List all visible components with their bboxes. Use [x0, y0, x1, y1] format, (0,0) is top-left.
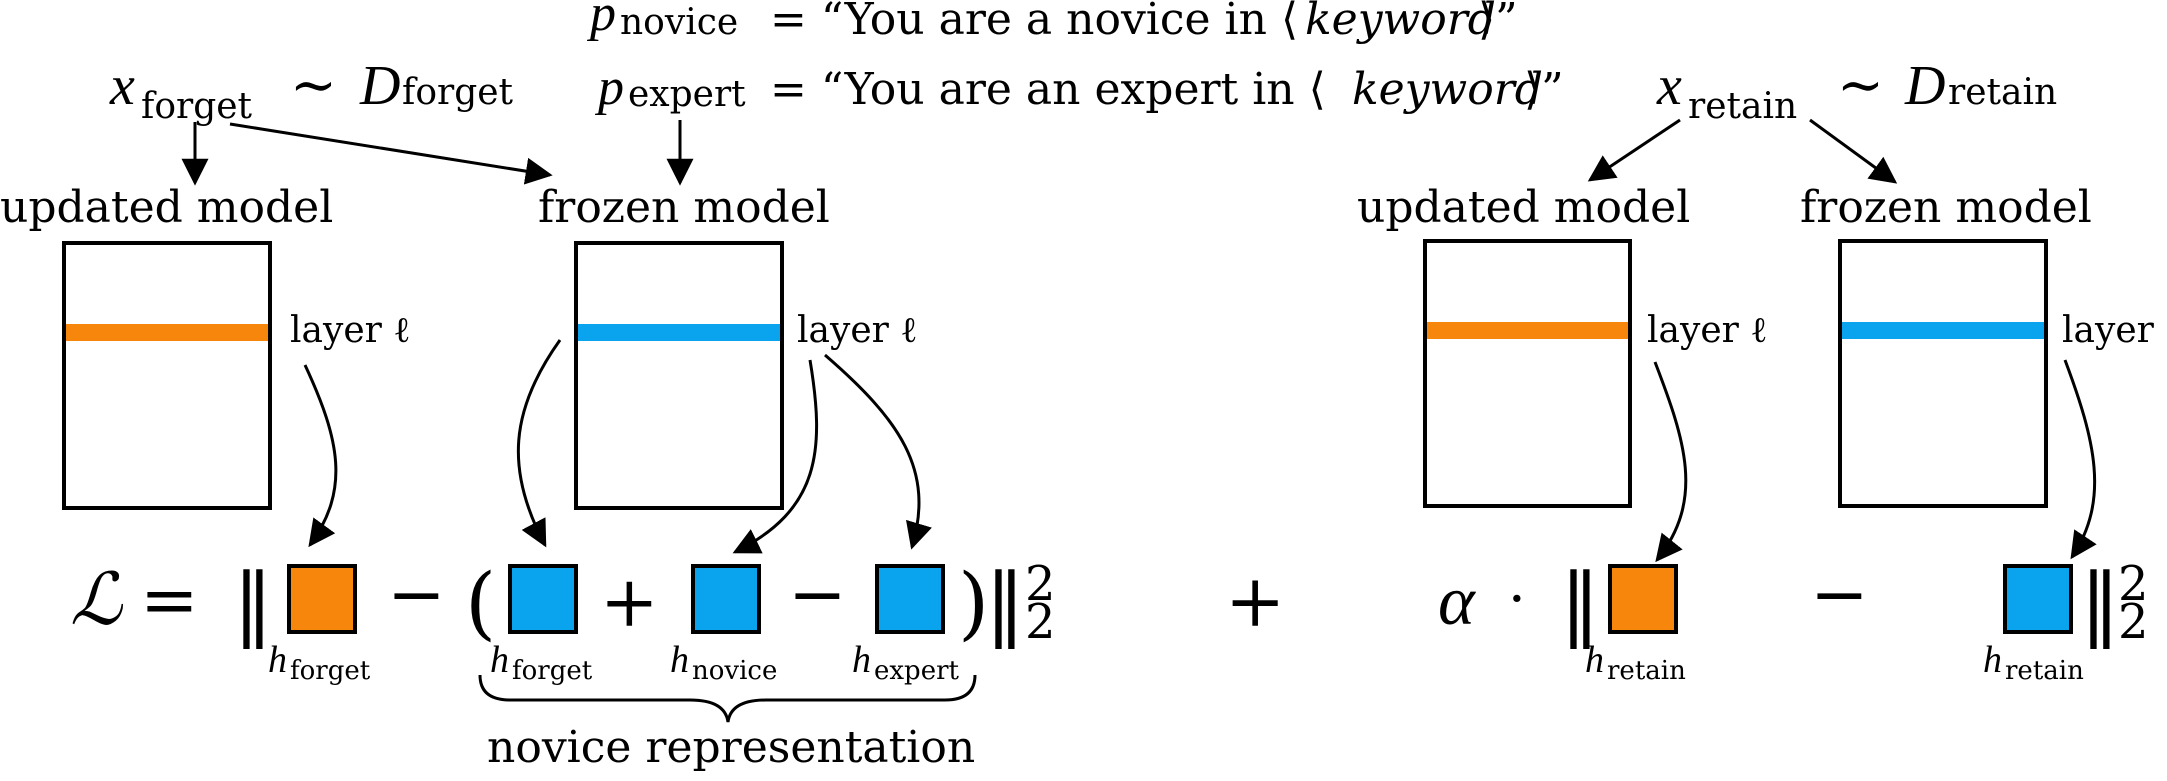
layer-label-1: layer ℓ — [290, 310, 411, 351]
h-retain-frozen-square — [2003, 564, 2073, 634]
frozen-model-right — [1838, 239, 2048, 508]
x-retain-expression: x retain ∼ D retain — [1656, 53, 2057, 127]
dot-operator: · — [1508, 567, 1526, 632]
equals-sign: = — [140, 559, 199, 641]
x-retain-sim: ∼ — [1837, 53, 1884, 118]
h-retain-frozen-sub: retain — [2005, 656, 2084, 686]
h-retain-updated-square — [1608, 564, 1678, 634]
arrow-retain-to-frozen — [1809, 118, 1898, 184]
frozen-model-label-left: frozen model — [538, 182, 830, 233]
h-forget-updated-sub: forget — [290, 656, 371, 686]
norm-sub-2: 2 — [2118, 594, 2149, 650]
h-novice-sub: novice — [692, 656, 777, 686]
arrow-retain-to-updated — [1587, 118, 1681, 182]
p-expert-sub: expert — [628, 74, 746, 115]
p-novice-var: p — [586, 0, 616, 42]
updated-layer-bar — [66, 324, 268, 341]
layer-label-2: layer ℓ — [797, 310, 918, 351]
d-retain-var: D — [1904, 55, 1945, 117]
h-expert-sub: expert — [874, 656, 960, 686]
norm-left-2: ‖ — [1560, 556, 1600, 649]
h-retain-updated-sub: retain — [1607, 656, 1686, 686]
p-novice-text: = “You are a novice in ⟨ — [770, 0, 1298, 45]
h-forget-frozen-sub: forget — [512, 656, 593, 686]
arrow-forget-to-frozen — [229, 122, 553, 185]
h-forget-updated-square — [287, 564, 357, 634]
norm-right-2: ‖ — [2080, 556, 2120, 649]
norm-sup-2: 2 — [2118, 556, 2149, 612]
model-box — [1423, 239, 1632, 508]
alpha-symbol: α — [1438, 563, 1476, 640]
updated-layer-bar — [1427, 322, 1628, 339]
x-forget-var: x — [109, 55, 135, 117]
p-expert-expression: p expert = “You are an expert in ⟨ keywo… — [594, 59, 1564, 116]
h-forget-updated-var: h — [268, 639, 287, 681]
minus-sign-1: − — [387, 553, 446, 635]
updated-model-label-right: updated model — [1357, 182, 1690, 233]
h-forget-frozen-square — [508, 564, 578, 634]
frozen-layer-bar — [578, 324, 780, 341]
h-novice-var: h — [670, 639, 689, 681]
frozen-model-label-right: frozen model — [1800, 182, 2092, 233]
p-novice-keyword: keyword — [1305, 0, 1496, 45]
frozen-model-left — [574, 241, 784, 510]
x-retain-sub: retain — [1688, 86, 1797, 127]
x-retain-var: x — [1656, 55, 1682, 117]
novice-brace — [478, 674, 977, 723]
p-expert-text: = “You are an expert in ⟨ — [770, 64, 1326, 115]
novice-representation-label: novice representation — [487, 722, 975, 773]
p-novice-close: ⟩” — [1478, 0, 1518, 45]
arrow-layer-to-h-retain-updated — [1653, 361, 1688, 563]
frozen-layer-bar — [1842, 322, 2044, 339]
minus-sign-3: − — [1810, 553, 1869, 635]
plus-sign-2: + — [1225, 559, 1285, 643]
p-novice-sub: novice — [620, 2, 738, 43]
updated-model-right — [1423, 239, 1632, 508]
h-expert-var: h — [852, 639, 871, 681]
h-forget-frozen-var: h — [490, 639, 509, 681]
arrow-layer-to-h-expert — [824, 353, 932, 550]
model-box — [62, 241, 272, 510]
norm-right-1: ‖ — [985, 556, 1025, 649]
p-expert-keyword: keyword — [1352, 64, 1543, 115]
paren-left: ( — [465, 556, 496, 649]
x-forget-sim: ∼ — [290, 53, 337, 118]
loss-symbol: ℒ — [70, 560, 124, 640]
h-retain-frozen-var: h — [1983, 639, 2002, 681]
norm-left-1: ‖ — [233, 556, 273, 649]
updated-model-label-left: updated model — [0, 182, 333, 233]
x-forget-sub: forget — [141, 86, 253, 127]
p-expert-close: ⟩” — [1524, 64, 1564, 115]
h-retain-updated-var: h — [1585, 639, 1604, 681]
paren-right: ) — [958, 556, 989, 649]
plus-sign-1: + — [600, 561, 659, 643]
minus-sign-2: − — [788, 553, 847, 635]
updated-model-left — [62, 241, 272, 510]
d-retain-sub: retain — [1948, 72, 2057, 113]
p-expert-var: p — [594, 59, 624, 116]
x-forget-expression: x forget ∼ D forget — [109, 53, 514, 127]
arrow-layer-to-h-novice — [732, 359, 819, 554]
norm-sub-1: 2 — [1025, 594, 1056, 650]
norm-sup-1: 2 — [1025, 556, 1056, 612]
p-novice-expression: p novice = “You are a novice in ⟨ keywor… — [586, 0, 1518, 45]
model-box — [574, 241, 784, 510]
arrow-layer-to-h-forget-frozen — [516, 339, 562, 548]
layer-label-3: layer ℓ — [1647, 310, 1768, 351]
arrow-layer-to-h-forget-updated — [303, 364, 338, 548]
h-expert-square — [875, 564, 945, 634]
h-novice-square — [691, 564, 761, 634]
d-forget-var: D — [359, 55, 400, 117]
model-box — [1838, 239, 2048, 508]
layer-label-4: layer ℓ — [2062, 310, 2167, 351]
arrow-layer-to-h-retain-frozen — [2063, 359, 2097, 560]
d-forget-sub: forget — [402, 72, 514, 113]
